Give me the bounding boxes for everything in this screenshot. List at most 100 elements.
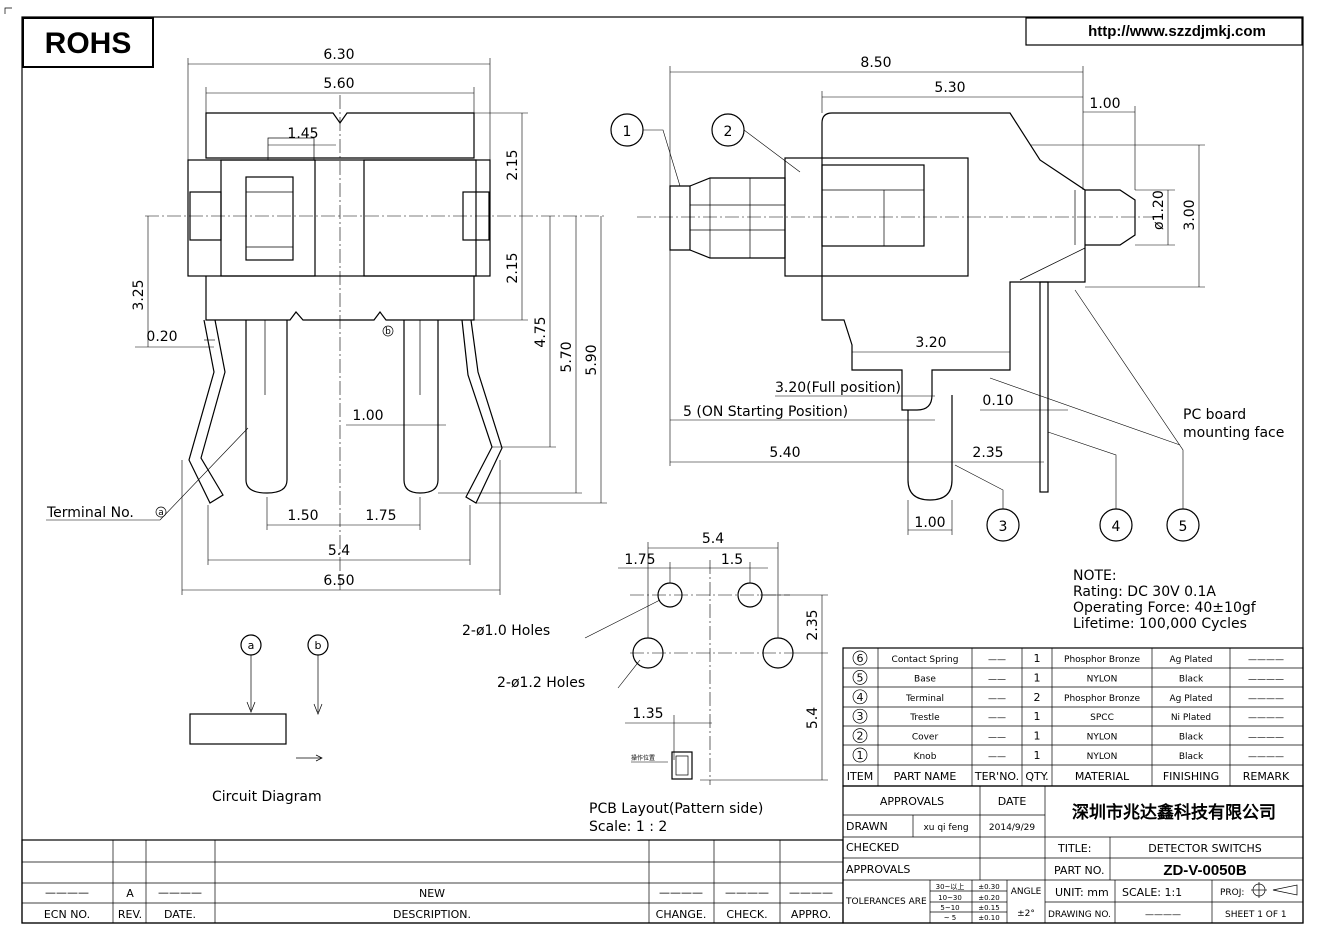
dim-1-00-side-b: 1.00	[914, 515, 945, 531]
svg-text:————: ————	[158, 886, 202, 899]
note-force: Operating Force: 40±10gf	[1073, 600, 1257, 616]
bom-cell-part: Base	[914, 674, 936, 684]
bom-h-qty: QTY.	[1025, 770, 1048, 783]
bom-cell-fin: Ag Plated	[1170, 694, 1213, 704]
bom-cell-mat: NYLON	[1087, 733, 1118, 743]
bom-cell-fin: Ag Plated	[1170, 655, 1213, 665]
bom-cell-rem: ————	[1248, 713, 1284, 723]
rohs-label: ROHS	[45, 27, 132, 60]
dim-5-30: 5.30	[934, 80, 965, 96]
dim-1-00-front: 1.00	[352, 408, 383, 424]
bom-cell-part: Terminal	[905, 694, 944, 704]
bom-cell-ter: ——	[988, 655, 1006, 665]
dim-2-35: 2.35	[972, 445, 1003, 461]
bom-balloon	[852, 689, 868, 705]
pcb-dim-2-35: 2.35	[805, 609, 821, 640]
terminal-label: Terminal No.	[46, 505, 134, 521]
circuit-diagram: a b Circuit Diagram	[189, 634, 329, 805]
pcb-title: PCB Layout(Pattern side)	[589, 801, 763, 817]
dim-1-00-side: 1.00	[1089, 96, 1120, 112]
bom-cell-qty: 1	[1034, 749, 1041, 762]
bom-cell-fin: Black	[1179, 752, 1204, 762]
svg-text:±0.15: ±0.15	[978, 904, 999, 912]
bom-h-mat: MATERIAL	[1075, 770, 1130, 783]
tb-tolerances: TOLERANCES ARE	[845, 897, 927, 907]
dim-5-40: 5.40	[769, 445, 800, 461]
tb-approvals2: APPROVALS	[846, 863, 910, 876]
pcb-dim-5-4: 5.4	[702, 531, 724, 547]
svg-text:b: b	[385, 327, 391, 337]
bom-cell-no: 4	[857, 691, 864, 704]
bom-cell-qty: 1	[1034, 730, 1041, 743]
bom-balloon	[852, 708, 868, 724]
bom-cell-no: 3	[857, 710, 864, 723]
bom-h-item: ITEM	[847, 770, 873, 783]
tb-part-value: ZD-V-0050B	[1163, 862, 1247, 879]
note-life: Lifetime: 100,000 Cycles	[1073, 616, 1247, 632]
balloon-5: 5	[1179, 519, 1188, 535]
front-view: b 6.30 5.60 1.45 2.15 2.15 3.25 0.20 4.7…	[46, 47, 607, 595]
bom-cell-rem: ————	[1248, 655, 1284, 665]
tb-drawn-by: xu qi feng	[923, 823, 968, 833]
tb-sheet: SHEET 1 OF 1	[1225, 910, 1287, 920]
bom-cell-part: Contact Spring	[892, 655, 959, 665]
bom-cell-no: 1	[857, 749, 864, 762]
bom-cell-qty: 1	[1034, 652, 1041, 665]
pcb-small-mark: 操作位置	[631, 754, 655, 762]
rev-desc: NEW	[419, 887, 445, 900]
dim-0-20: 0.20	[146, 329, 177, 345]
circuit-b: b	[315, 639, 322, 652]
svg-text:~ 5: ~ 5	[944, 914, 957, 922]
bom-cell-ter: ——	[988, 674, 1006, 684]
pcb-layout: 5.4 1.75 1.5 2.35 5.4 1.35 操作位置 2-ø1.0 H…	[462, 531, 828, 835]
tb-date: DATE	[998, 795, 1027, 808]
dim-5-4-front: 5.4	[328, 543, 350, 559]
dim-dia-1-20: ø1.20	[1151, 190, 1167, 230]
circuit-label: Circuit Diagram	[212, 789, 322, 805]
pcb-holes-1: 2-ø1.0 Holes	[462, 623, 550, 639]
bom-cell-mat: Phosphor Bronze	[1064, 655, 1140, 665]
svg-text:±0.20: ±0.20	[978, 894, 999, 902]
dim-2-15-b: 2.15	[505, 252, 521, 283]
bom-cell-mat: NYLON	[1087, 752, 1118, 762]
tb-drawn: DRAWN	[846, 820, 888, 833]
rev-value: A	[126, 887, 134, 900]
dim-3-20: 3.20	[915, 335, 946, 351]
dim-1-45: 1.45	[287, 126, 318, 142]
balloon-2: 2	[724, 124, 733, 140]
bom-h-fin: FINISHING	[1163, 770, 1219, 783]
rohs-box	[22, 17, 154, 68]
dim-full-position: 3.20(Full position)	[775, 380, 901, 396]
dim-6-30: 6.30	[323, 47, 354, 63]
bom-cell-rem: ————	[1248, 733, 1284, 743]
url-box	[1025, 17, 1303, 46]
bom-cell-ter: ——	[988, 733, 1006, 743]
dim-3-00: 3.00	[1182, 199, 1198, 230]
circuit-a: a	[248, 639, 255, 652]
pcb-holes-2: 2-ø1.2 Holes	[497, 675, 585, 691]
tb-part-label: PART NO.	[1054, 864, 1104, 877]
tb-unit: UNIT: mm	[1055, 886, 1109, 899]
dim-0-10: 0.10	[982, 393, 1013, 409]
dim-on-starting: 5 (ON Starting Position)	[683, 404, 848, 420]
tb-title-label: TITLE:	[1057, 842, 1091, 855]
tb-company: 深圳市兆达鑫科技有限公司	[1072, 802, 1276, 823]
dim-4-75: 4.75	[533, 316, 549, 347]
bom-cell-no: 2	[857, 730, 864, 743]
bom-cell-fin: Black	[1179, 733, 1204, 743]
svg-text:±0.30: ±0.30	[978, 883, 999, 891]
dim-3-25: 3.25	[131, 279, 147, 310]
bom-balloon	[852, 650, 868, 666]
side-view: 8.50 5.30 1.00 ø1.20 3.00 3.20 3.20(Full…	[610, 55, 1284, 542]
dim-5-90: 5.90	[584, 344, 600, 375]
tb-scale: SCALE: 1:1	[1122, 886, 1182, 899]
pcb-dim-1-75: 1.75	[624, 552, 655, 568]
svg-text:————: ————	[659, 886, 703, 899]
tb-proj: PROJ:	[1220, 888, 1244, 898]
bom-h-part: PART NAME	[894, 770, 957, 783]
bom-cell-part: Cover	[912, 733, 939, 743]
tb-approvals: APPROVALS	[880, 795, 944, 808]
bom-cell-no: 5	[857, 671, 864, 684]
svg-text:±0.10: ±0.10	[978, 914, 999, 922]
